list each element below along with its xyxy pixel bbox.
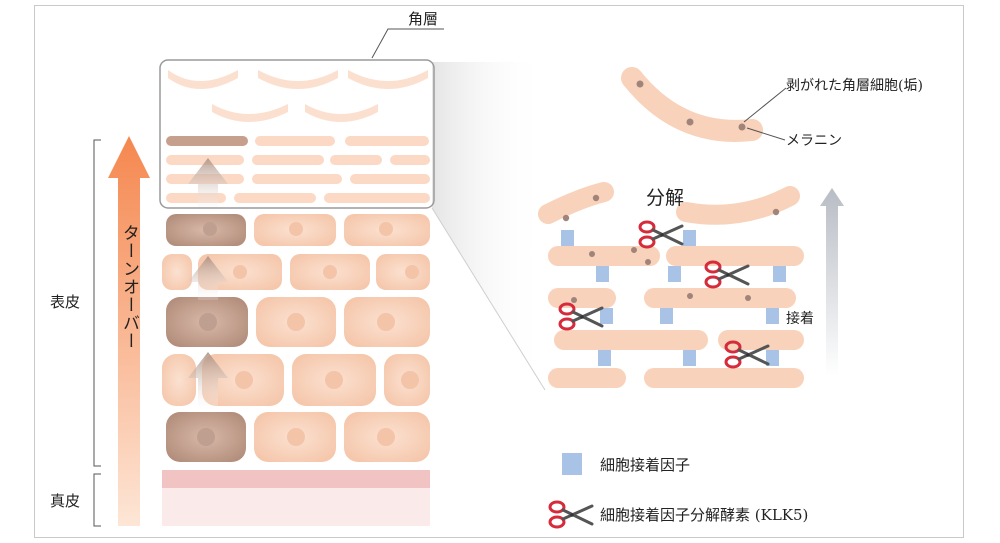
turnover-label: ターンオーバー — [119, 224, 139, 350]
up-arrow-icon — [188, 158, 228, 410]
epidermis-label: 表皮 — [50, 293, 80, 311]
zoom-box — [159, 59, 435, 209]
adhesion-factor-swatch — [562, 453, 582, 475]
zoomed-corneum: 剥がれた角層細胞(垢) メラニン — [538, 67, 923, 388]
turnover-arrow: ターンオーバー — [108, 136, 150, 526]
shed-cell — [621, 67, 763, 142]
stratum-corneum-label: 角層 — [408, 10, 438, 28]
scissors-icon — [548, 500, 594, 529]
decompose-label: 分解 — [646, 187, 684, 209]
zoom-projection — [432, 62, 545, 390]
diagram-frame — [34, 5, 964, 538]
legend-adhesion-factor: 細胞接着因子 — [600, 456, 690, 474]
adhesion-factors — [561, 230, 786, 366]
dermis-label: 真皮 — [50, 492, 80, 510]
skin-cross-section — [159, 59, 435, 526]
shed-cells-label: 剥がれた角層細胞(垢) — [786, 78, 923, 94]
legend: 細胞接着因子 細胞接着因子分解酵素 (KLK5) — [548, 453, 808, 529]
dermis-layer — [162, 470, 430, 488]
melanin-label: メラニン — [786, 133, 842, 149]
up-arrow-icon — [820, 188, 844, 376]
adhesion-label: 接着 — [786, 310, 814, 327]
scissors-icon — [638, 220, 684, 249]
legend-enzyme: 細胞接着因子分解酵素 (KLK5) — [600, 506, 808, 524]
